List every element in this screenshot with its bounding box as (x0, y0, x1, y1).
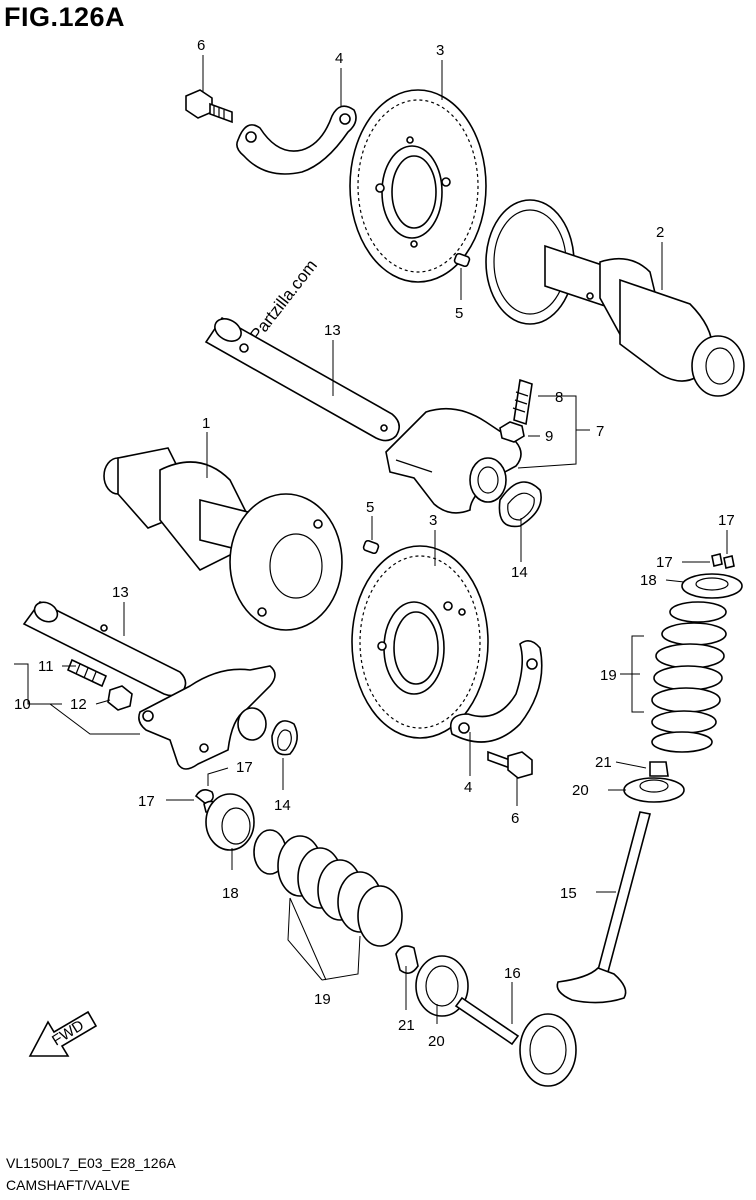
valve-15-intake[interactable] (556, 811, 651, 1004)
callout-15[interactable]: 15 (560, 885, 577, 902)
spring-retainer-18-lower[interactable] (205, 793, 255, 851)
callout-19-lower[interactable]: 19 (314, 991, 331, 1008)
callout-21-lower[interactable]: 21 (398, 1017, 415, 1034)
callout-17-lower-left[interactable]: 17 (138, 793, 155, 810)
figure-title: FIG.126A (4, 2, 126, 32)
callout-21-upper[interactable]: 21 (595, 754, 612, 771)
callout-5-upper[interactable]: 5 (455, 305, 463, 322)
callout-19-upper[interactable]: 19 (600, 667, 617, 684)
cam-sprocket-3-lower[interactable] (351, 545, 489, 739)
callout-13-lower[interactable]: 13 (112, 584, 129, 601)
callout-numbers: 6 4 3 2 5 13 8 9 7 14 1 5 3 17 17 18 13 … (14, 37, 735, 1050)
spring-retainer-18-upper[interactable] (681, 573, 743, 599)
callout-20-lower[interactable]: 20 (428, 1033, 445, 1050)
callout-8[interactable]: 8 (555, 389, 563, 406)
callout-17-right[interactable]: 17 (656, 554, 673, 571)
spring-seat-20-upper[interactable] (623, 777, 685, 803)
callout-5-lower[interactable]: 5 (366, 499, 374, 516)
callout-16[interactable]: 16 (504, 965, 521, 982)
callout-13-upper[interactable]: 13 (324, 322, 341, 339)
callout-1[interactable]: 1 (202, 415, 210, 432)
camshaft-1-front[interactable] (103, 447, 343, 631)
spring-seat-20-lower[interactable] (415, 955, 469, 1017)
callout-4-lower[interactable]: 4 (464, 779, 472, 796)
dowel-pin-5-lower[interactable] (362, 539, 380, 555)
retainer-plate-4-lower[interactable] (449, 640, 543, 743)
callout-9[interactable]: 9 (545, 428, 553, 445)
rocker-arm-7-upper[interactable] (385, 407, 522, 514)
callout-6-lower[interactable]: 6 (511, 810, 519, 827)
camshaft-2-rear[interactable] (485, 199, 745, 397)
callout-12[interactable]: 12 (70, 696, 87, 713)
retainer-plate-4-upper[interactable] (236, 105, 357, 175)
callout-2[interactable]: 2 (656, 224, 664, 241)
callout-4-upper[interactable]: 4 (335, 50, 343, 67)
callout-6-upper[interactable]: 6 (197, 37, 205, 54)
callout-3-upper[interactable]: 3 (436, 42, 444, 59)
valve-spring-19-lower[interactable] (253, 829, 403, 947)
rocker-shaft-13-upper[interactable] (204, 314, 400, 442)
callout-14-lower[interactable]: 14 (274, 797, 291, 814)
diagram-code: VL1500L7_E03_E28_126A (6, 1155, 176, 1171)
watermark-text: Partzilla.com (246, 256, 321, 344)
valve-stem-seal-21-lower[interactable] (395, 945, 419, 974)
valve-stem-seal-21-upper[interactable] (649, 761, 669, 777)
rocker-arm-10-lower[interactable] (138, 665, 276, 770)
callout-11[interactable]: 11 (38, 658, 54, 675)
lock-nut-12[interactable] (107, 685, 133, 711)
bolt-6-upper[interactable] (185, 89, 233, 124)
forward-direction-arrow: FWD (28, 1010, 98, 1057)
leader-lines (14, 55, 728, 1024)
callout-3-lower[interactable]: 3 (429, 512, 437, 529)
callout-20-upper[interactable]: 20 (572, 782, 589, 799)
rocker-pad-14-upper[interactable] (498, 481, 542, 528)
adjuster-screw-11[interactable] (66, 658, 108, 688)
cam-sprocket-3-upper[interactable] (349, 89, 487, 283)
callout-17-lower-right[interactable]: 17 (236, 759, 253, 776)
lock-nut-9[interactable] (499, 421, 525, 443)
diagram-name: CAMSHAFT/VALVE (6, 1177, 130, 1193)
callout-10[interactable]: 10 (14, 696, 31, 713)
bolt-6-lower[interactable] (487, 750, 533, 779)
valve-16-exhaust[interactable] (454, 996, 577, 1087)
callout-17-top[interactable]: 17 (718, 512, 735, 529)
callout-18-lower[interactable]: 18 (222, 885, 239, 902)
dowel-pin-5-upper[interactable] (453, 252, 471, 268)
valve-cotter-17-upper[interactable] (711, 553, 735, 569)
valve-spring-19-upper[interactable] (651, 601, 727, 753)
adjuster-screw-8[interactable] (512, 378, 533, 426)
rocker-pad-14-lower[interactable] (271, 720, 298, 756)
callout-18-upper[interactable]: 18 (640, 572, 657, 589)
callout-7[interactable]: 7 (596, 423, 604, 440)
callout-14-upper[interactable]: 14 (511, 564, 528, 581)
